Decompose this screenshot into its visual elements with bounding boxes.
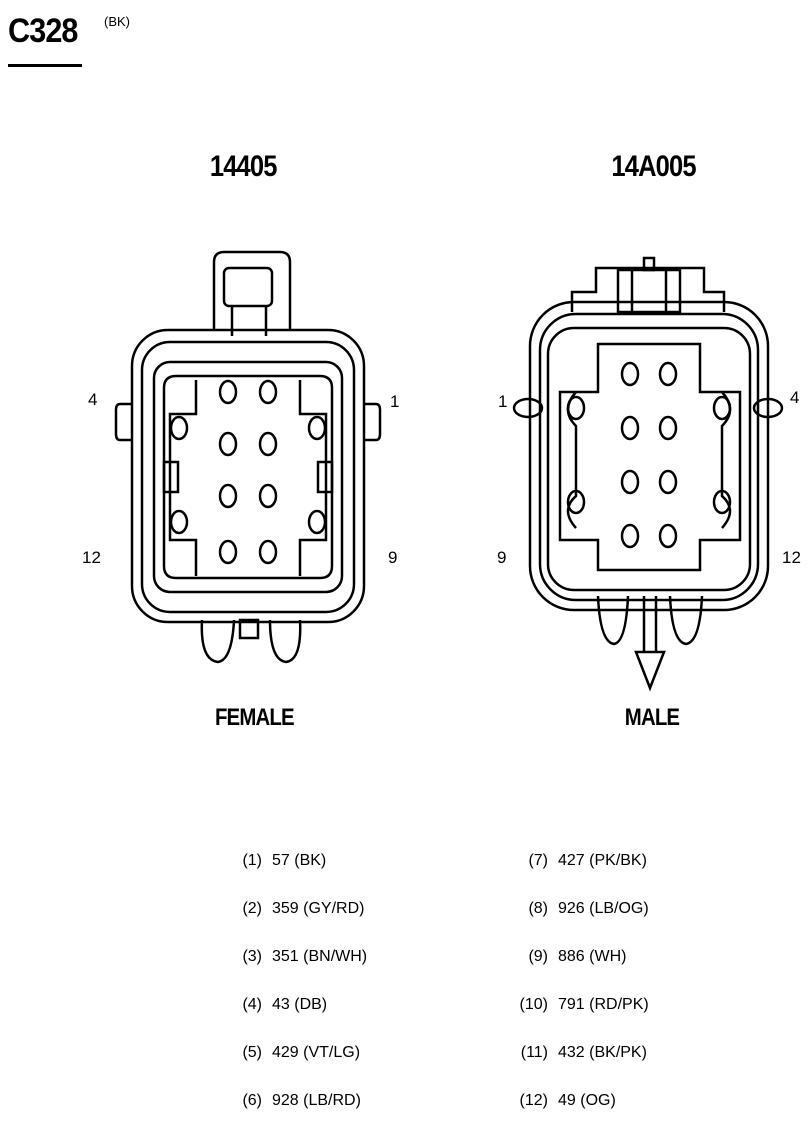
- pinout-row: (9) 886 (WH): [508, 948, 649, 996]
- circuit-label: 928 (LB/RD): [272, 1092, 361, 1109]
- circuit-label: 359 (GY/RD): [272, 900, 365, 917]
- circuit-label: 429 (VT/LG): [272, 1044, 361, 1061]
- pinout-column-right: (7) 427 (PK/BK) (8) 926 (LB/OG) (9) 886 (WH…: [508, 852, 649, 1140]
- female-gender-label: FEMALE: [214, 704, 295, 731]
- pinout-row: (12) 49 (OG): [508, 1092, 649, 1140]
- female-pin-label-bottom-right: 9: [388, 548, 398, 567]
- pin-number: (11): [520, 1044, 548, 1061]
- pinout-row: (1) 57 (BK): [232, 852, 367, 900]
- connector-id: C328: [8, 12, 78, 50]
- female-pin-label-top-left: 4: [88, 390, 98, 409]
- circuit-label: 49 (OG): [558, 1092, 616, 1109]
- pinout-column-left: (1) 57 (BK) (2) 359 (GY/RD) (3) 351 (BN/WH)…: [232, 852, 367, 1140]
- circuit-label: 57 (BK): [272, 852, 327, 869]
- pin-number: (10): [519, 996, 548, 1013]
- circuit-label: 351 (BN/WH): [272, 948, 368, 965]
- circuit-label: 427 (PK/BK): [558, 852, 647, 869]
- pin-number: (5): [242, 1044, 262, 1061]
- pinout-row: (3) 351 (BN/WH): [232, 948, 367, 996]
- male-gender-label: MALE: [624, 704, 680, 731]
- pinout-row: (10) 791 (RD/PK): [508, 996, 649, 1044]
- circuit-label: 43 (DB): [272, 996, 328, 1013]
- female-part-number: 14405: [209, 150, 278, 183]
- male-pin-label-top-left: 1: [498, 392, 508, 411]
- pinout-row: (7) 427 (PK/BK): [508, 852, 649, 900]
- male-connector-drawing: [512, 256, 784, 692]
- pin-number: (4): [242, 996, 262, 1013]
- pin-number: (8): [528, 900, 548, 917]
- circuit-label: 432 (BK/PK): [558, 1044, 647, 1061]
- pinout-row: (6) 928 (LB/RD): [232, 1092, 367, 1140]
- male-pin-label-bottom-left: 9: [497, 548, 507, 567]
- pinout-row: (2) 359 (GY/RD): [232, 900, 367, 948]
- pin-number: (1): [242, 852, 262, 869]
- circuit-label: 926 (LB/OG): [558, 900, 649, 917]
- male-pin-label-bottom-right: 12: [782, 548, 801, 567]
- circuit-label: 886 (WH): [558, 948, 627, 965]
- pinout-row: (4) 43 (DB): [232, 996, 367, 1044]
- male-part-number: 14A005: [611, 150, 696, 183]
- pin-number: (9): [528, 948, 548, 965]
- female-pin-label-top-right: 1: [390, 392, 400, 411]
- circuit-label: 791 (RD/PK): [558, 996, 649, 1013]
- pin-number: (7): [528, 852, 548, 869]
- connector-color-code: (BK): [104, 14, 130, 29]
- pinout-row: (5) 429 (VT/LG): [232, 1044, 367, 1092]
- male-pin-label-top-right: 4: [790, 388, 800, 407]
- pin-number: (6): [242, 1092, 262, 1109]
- pin-number: (2): [242, 900, 262, 917]
- pinout-row: (11) 432 (BK/PK): [508, 1044, 649, 1092]
- pin-number: (12): [519, 1092, 548, 1109]
- female-pin-label-bottom-left: 12: [82, 548, 101, 567]
- title-underline: [8, 64, 82, 67]
- pin-number: (3): [242, 948, 262, 965]
- female-connector-drawing: [114, 250, 382, 664]
- pinout-row: (8) 926 (LB/OG): [508, 900, 649, 948]
